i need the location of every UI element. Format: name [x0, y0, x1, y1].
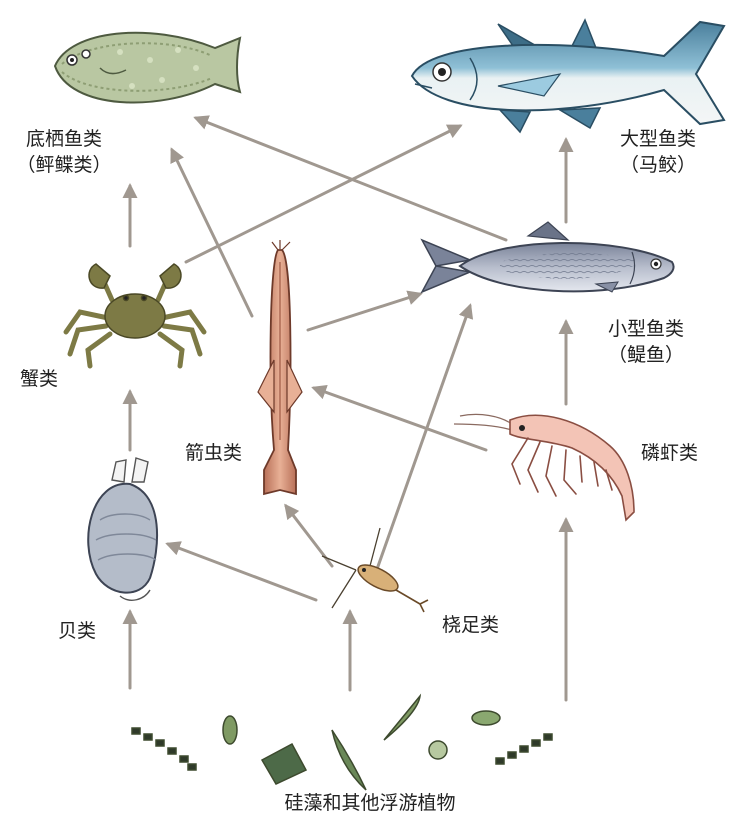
- label-arrow-worms: 箭虫类: [185, 440, 242, 466]
- feeding-arrows: [130, 118, 566, 700]
- arrow-arrow-worms-to-benthic-fish: [172, 150, 252, 316]
- bivalve-illustration: [88, 458, 157, 600]
- copepod-illustration: [322, 528, 428, 612]
- arrow-arrow-worms-to-small-fish: [308, 294, 420, 330]
- label-small-fish: 小型鱼类: [586, 316, 706, 342]
- label-krill: 磷虾类: [641, 440, 698, 466]
- arrow-krill-to-arrow-worms: [314, 388, 486, 450]
- krill-illustration: [454, 414, 634, 520]
- label-copepods: 桡足类: [442, 612, 499, 638]
- label-crabs: 蟹类: [20, 366, 58, 392]
- crab-illustration: [66, 264, 204, 366]
- arrow-crabs-to-large-fish: [186, 126, 460, 262]
- phytoplankton-illustration: [132, 696, 552, 790]
- arrow-copepods-to-bivalves: [168, 544, 316, 600]
- arrow-small-fish-to-benthic-fish: [196, 118, 506, 240]
- label-large-fish: 大型鱼类: [598, 126, 718, 152]
- label-large-fish-example: （马鲛）: [598, 152, 718, 178]
- label-benthic-fish: 底栖鱼类: [4, 126, 124, 152]
- arrow-worm-illustration: [258, 240, 302, 494]
- label-benthic-fish-example: （鲆鲽类）: [4, 152, 124, 178]
- anchovy-illustration: [422, 222, 674, 292]
- label-phytoplankton: 硅藻和其他浮游植物: [230, 790, 510, 816]
- label-small-fish-example: （鳀鱼）: [586, 342, 706, 368]
- flatfish-illustration: [55, 33, 240, 103]
- mackerel-illustration: [412, 20, 724, 132]
- label-bivalves: 贝类: [58, 618, 96, 644]
